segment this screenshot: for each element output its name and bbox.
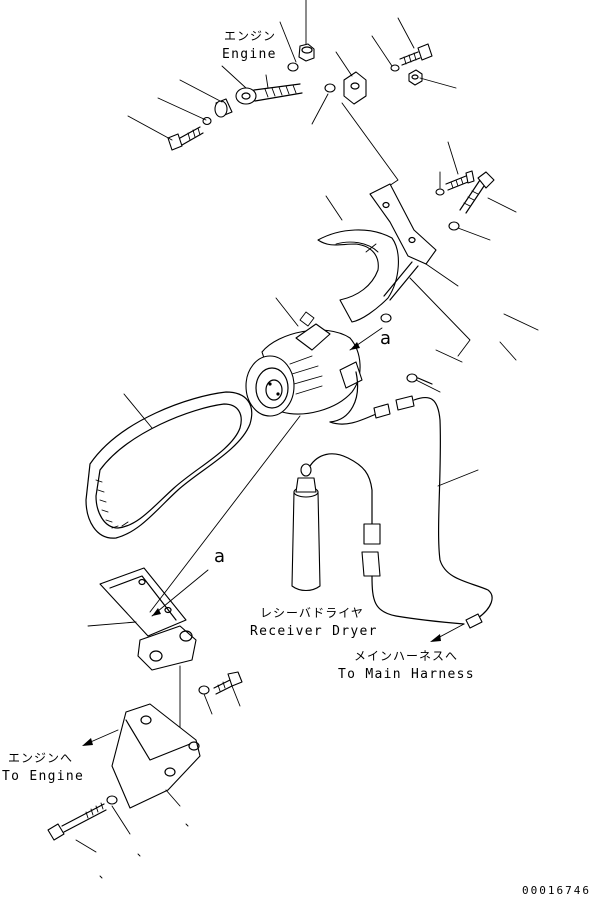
belt-cover-group <box>317 170 495 357</box>
to-engine-label-en: To Engine <box>2 769 85 784</box>
lower-bracket-plate <box>99 567 187 637</box>
switch-harness-lead <box>371 575 465 625</box>
washer-right-a <box>435 188 445 196</box>
bolt-right-upper <box>459 171 495 214</box>
guide-line-right <box>409 277 471 357</box>
bolt-lower-right <box>213 671 243 695</box>
adjust-rod <box>383 261 419 301</box>
washer-upper-right <box>390 64 400 72</box>
receiver-dryer-label-en: Receiver Dryer <box>250 624 378 639</box>
compressor-top-fitting <box>295 323 331 351</box>
compressor-lead <box>329 371 359 423</box>
clamp-block <box>343 71 367 105</box>
washer-left <box>202 116 212 126</box>
washer-lower-right <box>198 685 210 695</box>
ref-mark-lower: a <box>214 546 226 567</box>
lower-bracket-group <box>47 567 243 841</box>
connector-harness <box>395 395 415 411</box>
receiver-dryer-label-jp: レシーバドライヤ <box>260 606 364 620</box>
nut-top <box>298 43 315 62</box>
dryer-switch-lead <box>309 453 373 525</box>
reference-line-a <box>149 415 301 613</box>
engine-label-en: Engine <box>222 47 277 62</box>
bolt-upper-right <box>399 43 433 66</box>
nut-upper-right <box>408 69 423 86</box>
pivot-block <box>137 625 197 671</box>
guide-line-top <box>341 102 399 195</box>
v-belt <box>85 391 253 539</box>
belt-cover <box>317 229 399 323</box>
washer-compressor <box>380 313 392 323</box>
bolt-right-small <box>445 170 475 191</box>
washer-long-bolt <box>106 795 118 805</box>
main-harness-label-en: To Main Harness <box>338 667 475 682</box>
upper-bracket <box>369 183 437 265</box>
leader-lines <box>75 0 539 879</box>
main-harness-label-jp: メインハーネスへ <box>354 649 459 663</box>
rod-end <box>235 74 303 105</box>
engine-mount-bracket <box>111 703 201 809</box>
bolt-long <box>47 802 107 841</box>
engine-label-jp: エンジン <box>224 29 277 43</box>
washer-cable-clip <box>406 373 418 383</box>
direction-arrows <box>82 327 465 746</box>
collar <box>214 98 233 118</box>
bolt-left <box>167 126 204 151</box>
main-harness-cable <box>413 396 493 619</box>
receiver-dryer <box>291 453 465 625</box>
compressor-mount-ear <box>339 361 363 389</box>
dryer-switch-connector <box>363 523 381 545</box>
top-hardware-group <box>167 43 433 195</box>
harness-switch-connector <box>361 551 381 577</box>
compressor <box>245 311 363 417</box>
connector-compressor <box>373 403 391 419</box>
connector-main <box>465 613 483 629</box>
to-engine-label-jp: エンジンへ <box>8 751 74 765</box>
ref-mark-upper: a <box>380 328 392 349</box>
washer-right-b <box>448 221 460 231</box>
drawing-number: 00016746 <box>522 884 591 897</box>
washer-mid <box>324 83 336 93</box>
arrow-a-lower <box>151 569 209 617</box>
harness <box>329 371 493 629</box>
washer-top <box>287 62 299 72</box>
